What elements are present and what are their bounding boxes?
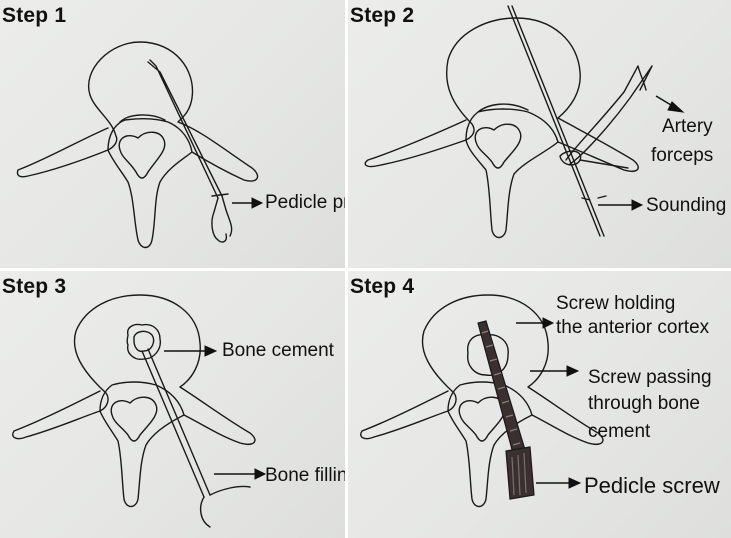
vertebra-outline (12, 294, 256, 445)
label-sounding: Sounding (646, 195, 727, 216)
sounding-needle (507, 5, 605, 237)
label-screw-passing: Screw passing (588, 367, 712, 388)
pedicle-screw (477, 320, 535, 500)
lamina-outline (99, 381, 185, 508)
spinal-canal-outline (474, 123, 522, 169)
vertebra-drawing-step-1 (16, 41, 264, 249)
lamina-outline (447, 381, 533, 508)
lamina-outline (107, 117, 193, 249)
bone-cement-blob (467, 334, 509, 376)
vertebra-outline (360, 294, 604, 445)
label-bone-filling-device: Bone filling device (265, 465, 345, 486)
bone-cement-blob (126, 323, 161, 360)
label-pedicle-screw: Pedicle screw (584, 473, 720, 498)
label-anterior-cortex: the anterior cortex (556, 317, 710, 338)
spinal-canal-outline (118, 131, 166, 179)
spinal-canal-outline (110, 396, 158, 442)
step-title: Step 2 (350, 4, 415, 27)
artery-forceps (565, 65, 653, 165)
arrow-artery-forceps (655, 95, 685, 113)
arrow-pedicle-screw (536, 477, 582, 489)
pedicle-probe (147, 59, 223, 199)
vertebra-drawing-step-3 (12, 294, 267, 528)
lamina-outline (465, 108, 559, 239)
arrow-bone-cement (164, 345, 218, 357)
vertebra-drawing-step-4 (360, 294, 604, 508)
arrow-screw-holding (516, 317, 555, 329)
step-title: Step 3 (2, 275, 67, 298)
step-title: Step 4 (350, 275, 415, 298)
panel-step-2: Step 2 Artery forceps Sounding (348, 0, 731, 268)
label-cement: cement (588, 421, 651, 442)
label-artery: Artery (662, 116, 713, 137)
label-pedicle-probe: Pedicle probe (265, 192, 345, 213)
label-screw-holding: Screw holding (556, 293, 676, 314)
arrow-sounding (598, 199, 644, 211)
panel-step-4: Step 4 Screw holding the anterior cortex… (348, 271, 731, 538)
vertebra-outline (364, 17, 639, 172)
vertebra-drawing-step-2 (364, 5, 685, 239)
arrow-bone-filling-device (214, 468, 267, 480)
label-through-bone: through bone (588, 393, 700, 414)
panel-step-1: Step 1 Pedicle probe (0, 0, 345, 268)
step-title: Step 1 (2, 4, 67, 27)
vertebra-outline (16, 41, 259, 182)
panel-step-3: Step 3 Bone cement Bone filling device (0, 271, 345, 538)
arrow-pedicle-probe (232, 197, 264, 209)
spinal-canal-outline (458, 396, 506, 442)
bone-filling-device (141, 348, 211, 498)
label-forceps: forceps (651, 145, 714, 166)
label-bone-cement: Bone cement (222, 340, 334, 361)
arrow-screw-passing (530, 365, 580, 377)
